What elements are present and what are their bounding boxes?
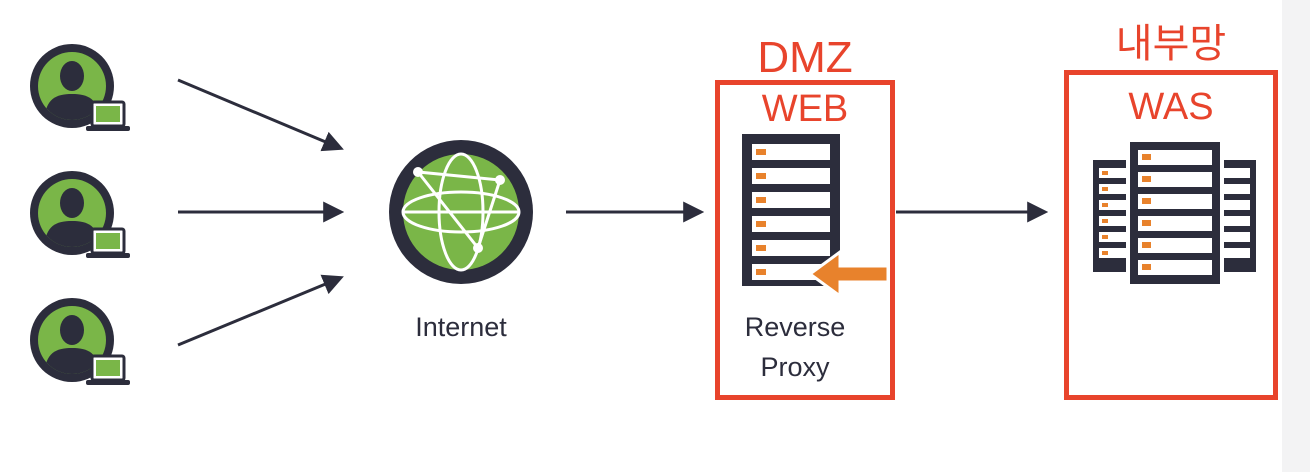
arrow-icon [177,274,344,347]
globe-icon [389,140,533,284]
internet-label: Internet [415,312,507,342]
internal-zone-label: 내부망 [1115,21,1227,67]
reverse-proxy-caption-line1: Reverse [744,312,846,342]
scrollbar-track [1282,0,1310,472]
was-title: WAS [1128,86,1214,128]
user-laptop-icon [30,171,130,258]
server-icon [742,134,840,286]
server-cluster-icon [1093,138,1256,288]
web-title: WEB [761,88,849,130]
reverse-proxy-caption-line2: Proxy [760,352,830,382]
dmz-zone-label: DMZ [757,33,853,82]
arrow-icon [807,249,890,299]
dmz-zone-box [715,80,895,400]
internal-zone-box [1064,70,1278,400]
user-laptop-icon [30,298,130,385]
user-laptop-icon [30,44,130,131]
arrow-icon [177,78,344,152]
